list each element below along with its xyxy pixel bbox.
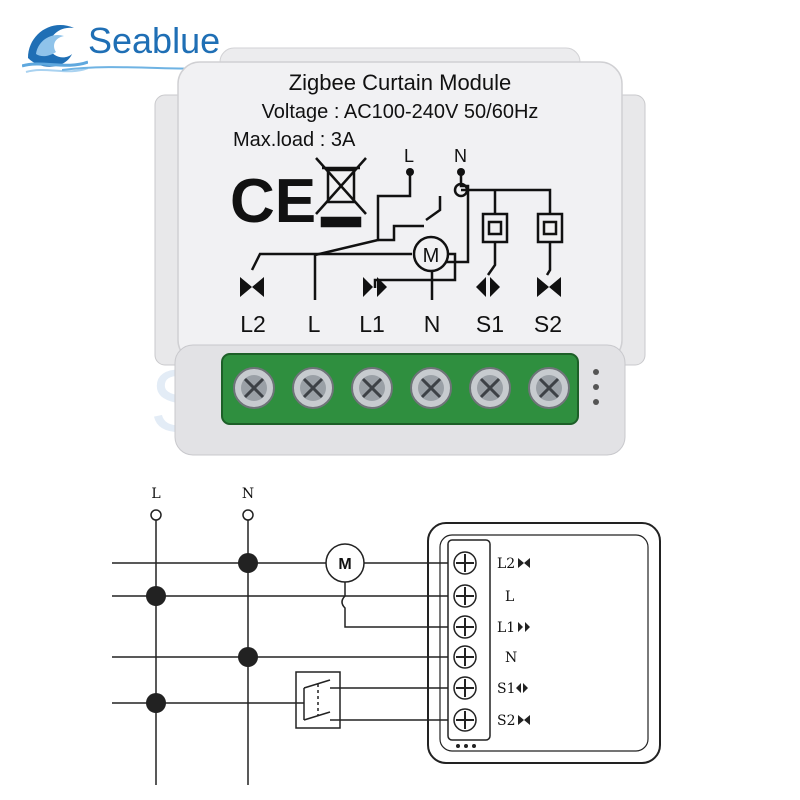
- l2-direction-icon: [240, 277, 264, 297]
- wiring-module-outline: [427, 522, 661, 764]
- ce-mark: CE: [230, 167, 316, 236]
- wiring-terminal-l: L: [505, 589, 514, 605]
- wiring-diagram: L N M: [112, 486, 661, 785]
- wiring-direction-icons: [516, 558, 530, 725]
- device-terminal-n: N: [424, 311, 441, 337]
- terminal-screws: [233, 367, 570, 409]
- wave-icon: [21, 24, 89, 73]
- wiring-terminal-s2: S2: [497, 713, 516, 729]
- brand-name: Seablue: [88, 20, 221, 61]
- wiring-terminal-screws: [453, 551, 477, 732]
- device-terminal-s1: S1: [476, 311, 504, 337]
- device-motor-icon: [412, 235, 450, 273]
- screw-5: [469, 367, 511, 409]
- wiring-line-l-label: L: [151, 486, 160, 502]
- wiring-terminal-n: N: [505, 650, 517, 666]
- device-input-l: L: [404, 146, 414, 166]
- device-terminal-s2: S2: [534, 311, 562, 337]
- wiring-terminal-l1: L1: [497, 620, 515, 636]
- terminal-block: [221, 353, 579, 425]
- wiring-motor-icon: [325, 543, 365, 583]
- device-terminal-l1: L1: [359, 311, 385, 337]
- brand-logo: Seablue: [21, 14, 263, 76]
- screw-2: [292, 367, 334, 409]
- screw-6: [528, 367, 570, 409]
- device-schematic: [250, 172, 564, 300]
- screw-4: [410, 367, 452, 409]
- weee-bin-icon: [315, 157, 367, 228]
- wiring-motor-label: M: [338, 556, 351, 573]
- device-motor-label: M: [423, 245, 440, 267]
- device-voltage: Voltage : AC100-240V 50/60Hz: [262, 101, 539, 123]
- l1-direction-icon: [363, 277, 387, 297]
- device-max-load: Max.load : 3A: [233, 129, 356, 151]
- device-terminal-l: L: [308, 311, 321, 337]
- s2-direction-icon: [537, 277, 561, 297]
- device-terminal-l2: L2: [240, 311, 266, 337]
- wiring-terminal-l2: L2: [497, 556, 515, 572]
- device-direction-icons: [240, 277, 561, 297]
- device-input-n: N: [454, 146, 467, 166]
- screw-3: [351, 367, 393, 409]
- wiring-line-n-label: N: [242, 486, 254, 502]
- wiring-terminal-s1: S1: [497, 681, 516, 697]
- led-dots: [593, 369, 599, 405]
- screw-1: [233, 367, 275, 409]
- device-title: Zigbee Curtain Module: [289, 70, 512, 95]
- s1-direction-icon: [476, 277, 500, 297]
